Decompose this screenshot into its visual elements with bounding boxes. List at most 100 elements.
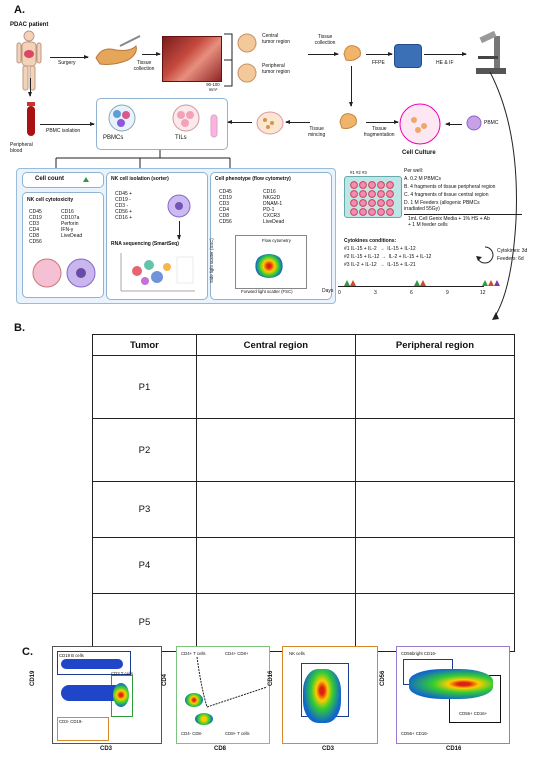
well-d: D. 1 M Feeders (allogenic PBMCs irradiat… xyxy=(404,200,480,212)
ffpe-label: FFPE xyxy=(372,60,385,66)
well-b: B. 4 fragments of tissue peripheral regi… xyxy=(404,184,496,190)
cassette-icon xyxy=(394,44,422,68)
scalpel-icon xyxy=(119,35,141,47)
timeline-axis xyxy=(338,286,484,287)
row-label-p5: P5 xyxy=(92,593,197,652)
arrow-down-blood xyxy=(28,78,32,97)
nk-cell-icon xyxy=(167,194,191,218)
ssc-label: Side light scatter (SSC) xyxy=(209,238,214,283)
day-3: 3 xyxy=(374,290,377,296)
plot4-ylabel: CD56 xyxy=(380,670,386,686)
arrow-fragmentation xyxy=(366,120,399,124)
media-label: 1mL Cell Genix Media + 1% HS + Ab + 1 M … xyxy=(408,216,490,228)
day-12: 12 xyxy=(480,290,486,296)
umap-plot xyxy=(120,253,195,292)
he-central-p4 xyxy=(195,537,356,594)
tissue-fragmentation-label: Tissue fragmentation xyxy=(364,126,395,138)
gate-cd4-t-label: CD4+ T cells xyxy=(181,651,206,656)
fragment-icon-2 xyxy=(339,113,357,129)
nk-isolation-label: NK cell isolation (sorter) xyxy=(111,176,169,182)
nk-marker-a-2: CD3 xyxy=(29,221,40,227)
flow-plot-3: NK cells xyxy=(282,646,378,744)
divider xyxy=(404,214,522,215)
timeline-markers xyxy=(344,280,500,286)
gate-cd8-t-label: CD8+ T cells xyxy=(225,731,250,736)
flow-plot-4: CD56bright CD16- CD56+ CD16+ CD56+ CD16- xyxy=(396,646,510,744)
killing-cells-icon xyxy=(32,258,96,288)
patient-body-icon xyxy=(16,30,42,91)
he-peripheral-p2 xyxy=(354,418,516,482)
density-t-cells xyxy=(113,683,129,707)
plot4-xlabel: CD16 xyxy=(446,746,462,752)
well-plate xyxy=(344,176,402,218)
arrow-to-tils xyxy=(227,120,252,124)
pbmc-til-box: PBMCs TILs xyxy=(96,98,228,150)
he-peripheral-p3 xyxy=(354,481,516,538)
phenotype-label: Cell phenotype (flow cytometry) xyxy=(215,176,291,182)
rna-seq-label: RNA sequencing (SmartSeq) xyxy=(111,241,179,247)
curve-arrow-to-b xyxy=(489,71,517,320)
pheno-marker-b-4: CXCR3 xyxy=(263,213,280,219)
pheno-marker-b-2: DNAM-1 xyxy=(263,201,283,207)
pheno-marker-b-3: PD-1 xyxy=(263,207,275,213)
arrow-pbmc-into-culture xyxy=(445,122,462,126)
arrow-to-rnaseq xyxy=(177,221,181,240)
branch-lines xyxy=(55,150,231,168)
arrow-pbmc-isolation xyxy=(40,122,95,126)
cell-count-label: Cell count xyxy=(35,176,65,182)
cytokines-period: Cytokines: 3d xyxy=(497,248,528,254)
flow-plot-2: CD4+ T cells CD4+ CD8+ CD4- CD8- CD8+ T … xyxy=(176,646,270,744)
arrow-down-mincing xyxy=(349,66,353,107)
histology-table: Tumor Central region Peripheral region P… xyxy=(92,334,516,652)
microscope-icon xyxy=(476,30,506,74)
plot3-ylabel: CD16 xyxy=(268,670,274,686)
gate-cd3-t-label: CD3 T cells xyxy=(111,671,134,676)
til-cells-icon xyxy=(172,104,200,132)
plot2-xlabel: CD8 xyxy=(214,746,227,752)
day-6: 6 xyxy=(410,290,413,296)
header-central: Central region xyxy=(195,334,356,356)
quadrant-lines xyxy=(196,656,268,708)
arrow-mincing xyxy=(285,120,310,124)
region-bracket xyxy=(224,33,233,87)
nk-marker-a-5: CD56 xyxy=(29,239,42,245)
he-central-p1 xyxy=(195,355,356,419)
scatter-plot: Flow cytometry xyxy=(235,235,307,289)
arrow-tissue-collection-2 xyxy=(308,52,339,56)
density-nk xyxy=(303,669,341,723)
cytokines-title: Cytokines conditions: xyxy=(344,238,397,244)
gate-cd56-cd16-neg-label: CD56+ CD16- xyxy=(401,731,429,736)
peripheral-blood-label: Peripheral blood xyxy=(10,142,33,154)
he-central-p5 xyxy=(195,593,356,652)
tumor-photo xyxy=(162,36,222,82)
pbmcs-label: PBMCs xyxy=(103,135,124,141)
gate-nk-label: NK cells xyxy=(289,651,305,656)
pheno-marker-b-1: NKG2D xyxy=(263,195,281,201)
nk-marker-a-1: CD19 xyxy=(29,215,42,221)
arrow-he-if xyxy=(424,52,467,56)
pbmc-cells-icon xyxy=(108,104,136,132)
header-tumor: Tumor xyxy=(92,334,197,356)
well-c: C. 4 fragments of tissue central region xyxy=(404,192,489,198)
pheno-marker-a-0: CD45 xyxy=(219,189,232,195)
pheno-marker-a-5: CD56 xyxy=(219,219,232,225)
sorter-marker-4: CD16 + xyxy=(115,215,133,221)
per-well-label: Per well: xyxy=(404,168,424,174)
flow-plot-1: CD19 B cells CD3 T cells CD3- CD19- xyxy=(52,646,162,744)
arrow-surgery xyxy=(50,55,89,59)
plot1-xlabel: CD3 xyxy=(100,746,113,752)
day-9: 9 xyxy=(446,290,449,296)
density-band xyxy=(61,685,123,701)
condition-3: #3 IL-2 + IL-12 → IL-15 + IL-21 xyxy=(344,262,416,268)
tissue-collection-1-label: Tissue collection xyxy=(133,60,155,72)
fsc-label: Forward light scatter (FSC) xyxy=(241,289,293,294)
sorter-markers: CD45 +CD19 -CD3 -CD56 +CD16 + xyxy=(115,191,132,221)
pancreas-icon xyxy=(95,45,137,65)
sample-tube-icon xyxy=(210,114,218,138)
tils-label: TILs xyxy=(175,135,187,141)
sorter-marker-2: CD3 - xyxy=(115,203,129,209)
pbmc-single-icon xyxy=(466,115,482,131)
